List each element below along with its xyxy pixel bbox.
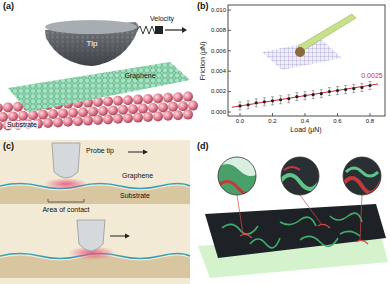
wrinkles-red — [240, 224, 368, 244]
panel-letter: (c) — [3, 142, 14, 152]
tick-label: 0.006 — [211, 48, 226, 55]
contact-glow — [44, 178, 88, 190]
panel-letter: (d) — [197, 142, 209, 152]
part-label: Tip — [87, 40, 98, 49]
graphene-lattice — [8, 62, 190, 112]
inset-tip — [295, 47, 305, 57]
part-label: Probe tip — [86, 147, 114, 155]
drive-block — [155, 26, 163, 34]
part-label: Velocity — [150, 15, 174, 23]
probe-tip — [77, 220, 105, 251]
tick-label: 0.2 — [268, 118, 276, 125]
part-label: Area of contact — [42, 206, 89, 214]
probe-tip — [52, 143, 80, 178]
inset-cantilever — [298, 14, 356, 50]
part-label: Graphene — [124, 72, 155, 80]
tick-label: 0.0 — [236, 118, 244, 125]
velocity-arrow — [165, 29, 182, 30]
substrate-band — [0, 186, 190, 205]
tick-label: 0.002 — [211, 88, 226, 95]
inset-circles — [215, 157, 382, 200]
plot-frame — [228, 5, 385, 116]
fit-line — [232, 84, 378, 107]
contact-bracket — [48, 199, 84, 202]
graphene-line — [0, 184, 190, 189]
tick-label: 0.8 — [366, 118, 374, 125]
panel-letter: (a) — [3, 2, 14, 12]
velocity-arrowhead — [182, 27, 187, 33]
graphene-sheet — [8, 62, 190, 112]
wrinkles — [222, 213, 362, 248]
tick-label: 0.008 — [211, 27, 226, 34]
panel-c-ground — [0, 140, 190, 284]
graphene-slab — [205, 204, 386, 258]
part-label: Graphene — [122, 172, 153, 180]
tick-label: 0.000 — [211, 109, 226, 116]
part-label: Substrate — [120, 192, 150, 200]
tick-label: 0.010 — [211, 7, 226, 14]
data-points — [238, 81, 371, 109]
tick-label: 0.004 — [211, 68, 226, 75]
spring — [137, 26, 158, 34]
tip-top — [45, 20, 137, 34]
part-label: Substrate — [6, 121, 38, 129]
tick-label: 0.4 — [301, 118, 309, 125]
axis-title: Load (μN) — [290, 126, 321, 134]
leader-lines — [237, 195, 362, 240]
slope-value: 0.0025 — [361, 72, 382, 80]
tick-label: 0.6 — [333, 118, 341, 125]
axis-ticks — [228, 10, 370, 116]
axis-title: Friction (μN) — [199, 42, 207, 81]
panel-letter: (b) — [197, 2, 209, 12]
